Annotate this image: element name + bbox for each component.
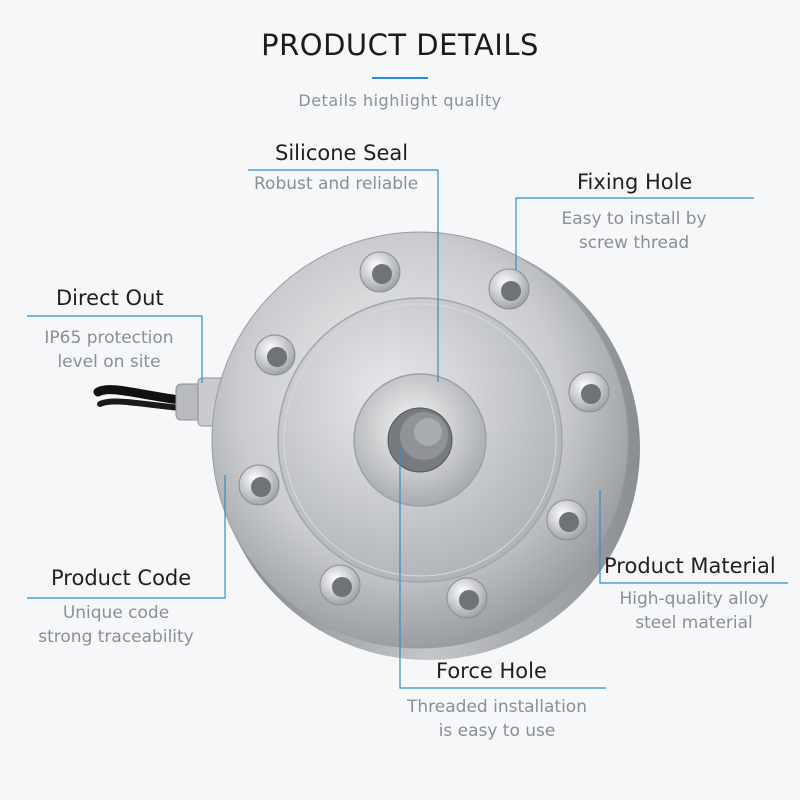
fixing-hole-desc-1: Easy to install by — [561, 209, 707, 229]
leader-product-code — [27, 475, 226, 599]
fixing-hole-title: Fixing Hole — [577, 170, 693, 194]
product-material-desc-1: High-quality alloy — [619, 589, 769, 609]
page-subtitle: Details highlight quality — [298, 91, 502, 110]
fixing-hole-desc-2: screw thread — [578, 233, 690, 253]
cable — [93, 385, 185, 405]
leader-force-hole — [399, 450, 606, 689]
direct-out-title: Direct Out — [56, 286, 164, 310]
leader-lines — [27, 169, 788, 689]
page-title: PRODUCT DETAILS — [261, 28, 539, 62]
leader-product-material — [599, 490, 788, 584]
direct-out-desc-1: IP65 protection — [44, 328, 174, 348]
silicone-seal-title: Silicone Seal — [275, 141, 409, 165]
leader-fixing-hole — [515, 197, 754, 270]
product-code-title: Product Code — [51, 566, 192, 590]
force-hole-desc-1: Threaded installation — [407, 697, 587, 717]
cable-second — [97, 398, 183, 411]
product-material-title: Product Material — [604, 554, 776, 578]
product-code-desc-1: Unique code — [62, 603, 170, 623]
leader-direct-out — [27, 315, 203, 383]
product-material-desc-2: steel material — [635, 613, 753, 633]
title-underline — [372, 77, 428, 79]
force-hole-desc-2: is easy to use — [438, 721, 556, 741]
force-hole-title: Force Hole — [436, 659, 547, 683]
silicone-seal-desc: Robust and reliable — [254, 174, 419, 194]
leader-silicone-seal — [248, 169, 439, 382]
fixing-hole-icon — [238, 251, 610, 619]
product-code-desc-2: strong traceability — [38, 627, 194, 647]
direct-out-desc-2: level on site — [57, 352, 161, 372]
